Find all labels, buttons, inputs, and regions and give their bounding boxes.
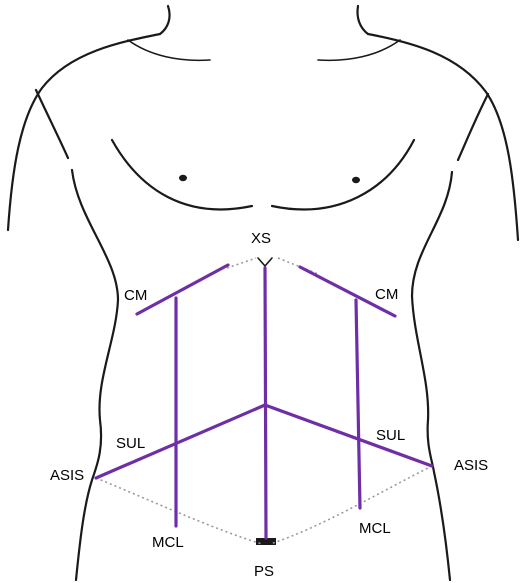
left-pectoral (112, 140, 252, 209)
xiphoid-mark (258, 258, 272, 266)
label-xs: XS (251, 230, 271, 247)
label-ps: PS (254, 563, 274, 580)
right-pectoral (272, 140, 414, 209)
left-armpit (36, 90, 68, 158)
left-flank (72, 170, 118, 580)
midline (265, 268, 266, 538)
right-armpit (458, 94, 488, 160)
left-shoulder (8, 34, 160, 230)
label-sul-right: SUL (376, 427, 405, 444)
left-collarbone (128, 40, 210, 60)
neck-left (160, 6, 170, 34)
right-flank (412, 172, 452, 580)
right-nipple (352, 177, 360, 183)
right-collarbone (318, 40, 400, 60)
left-costal-dotted (227, 258, 256, 268)
label-mcl-left: MCL (152, 534, 184, 551)
label-asis-right: ASIS (454, 457, 488, 474)
label-asis-left: ASIS (50, 467, 84, 484)
label-cm-left: CM (124, 287, 147, 304)
right-inguinal-dotted (270, 466, 432, 544)
label-sul-left: SUL (116, 435, 145, 452)
label-cm-right: CM (375, 286, 398, 303)
right-midclavicular-line (356, 300, 360, 508)
neck-right (357, 6, 368, 34)
torso-outline (8, 6, 518, 580)
right-spino-umbilical-line (265, 405, 432, 466)
label-mcl-right: MCL (359, 520, 391, 537)
left-costal-margin-line (137, 265, 228, 314)
landmark-lines (96, 265, 432, 538)
left-nipple (179, 175, 187, 181)
